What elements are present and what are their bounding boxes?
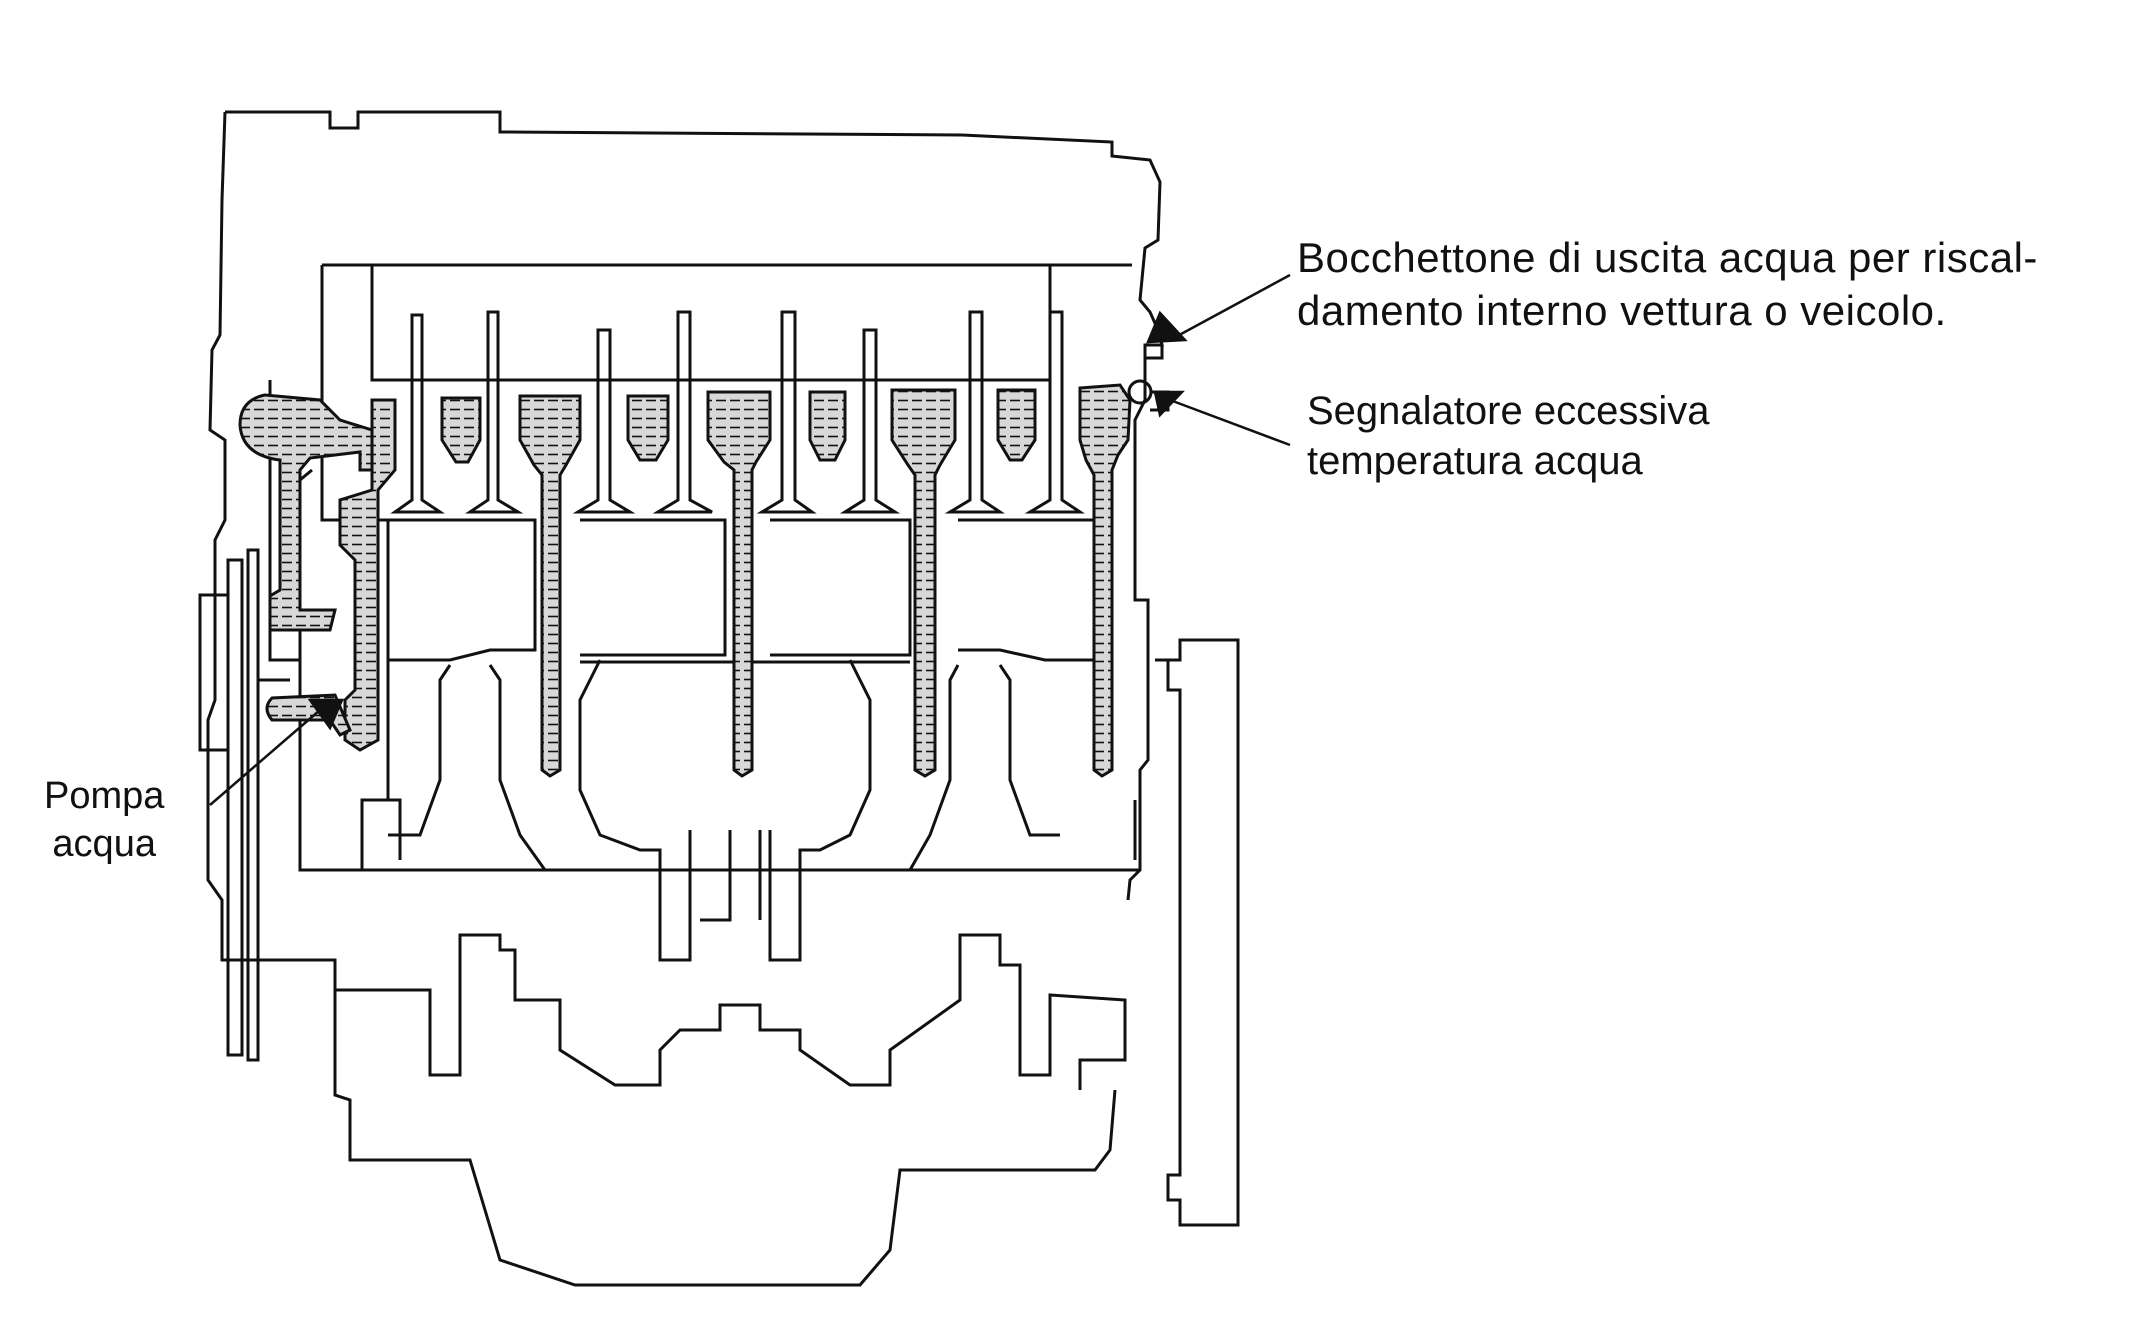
cylinder-head-outline: [225, 110, 1164, 901]
leader-heater-outlet: [1169, 273, 1291, 342]
coolant-passages: [238, 383, 1132, 778]
coolant-pocket-8: [1078, 383, 1132, 778]
temperature-sender-label: Segnalatore eccessiva temperatura acqua: [1307, 386, 1709, 486]
heater-outlet-boss: [1145, 343, 1164, 360]
coolant-pocket-1: [440, 396, 482, 464]
valve-3: [572, 328, 636, 514]
cylinder-2: [580, 518, 727, 657]
cylinder-4: [958, 518, 1112, 662]
coolant-pocket-5: [808, 390, 847, 462]
valve-2: [465, 310, 524, 514]
flywheel: [1155, 638, 1240, 1227]
coolant-pocket-7: [996, 388, 1037, 462]
coolant-front-loop: [238, 393, 374, 632]
oil-pan: [333, 990, 1117, 1287]
temperature-sender-label-line1: Segnalatore eccessiva: [1307, 389, 1710, 433]
water-pump-label-line1: Pompa: [44, 775, 165, 817]
coolant-pocket-2: [518, 394, 582, 778]
coolant-pocket-4: [706, 390, 772, 778]
crank-pulley: [226, 548, 260, 1062]
block-skirt: [388, 798, 1137, 860]
connecting-rod-1: [388, 664, 547, 871]
water-pump-label: Pompa acqua: [44, 773, 164, 868]
front-cover-outline: [206, 111, 258, 962]
temperature-sender-boss: [1127, 379, 1153, 405]
valve-6: [839, 328, 901, 514]
leaders: [209, 273, 1291, 806]
arrow-temp-sender: [1153, 390, 1185, 418]
leader-water-pump: [209, 709, 321, 806]
arrow-heater-outlet: [1146, 310, 1188, 344]
valve-7: [944, 310, 1005, 514]
heater-outlet-label-line2: damento interno vettura o veicolo.: [1297, 286, 1947, 334]
front-cover-detail: [268, 380, 362, 872]
timing-cover-lines: [256, 560, 330, 1060]
heater-outlet-label-line1: Bocchettone di uscita acqua per riscal-: [1297, 234, 2038, 281]
cylinder-1: [388, 518, 537, 662]
valve-1: [390, 313, 445, 514]
temperature-sender-label-line2: temperatura acqua: [1307, 439, 1643, 483]
valve-5: [756, 310, 817, 514]
arrow-water-pump: [307, 698, 344, 731]
connecting-rod-4: [908, 664, 1060, 871]
crankshaft: [270, 933, 1127, 1090]
head-inner-box: [320, 263, 1132, 400]
coolant-pocket-6: [890, 388, 957, 778]
coolant-pocket-3: [626, 394, 670, 462]
valve-8: [1024, 310, 1085, 514]
front-pulley-hub: [198, 593, 230, 752]
connecting-rod-3: [768, 659, 872, 962]
connecting-rod-2: [578, 659, 692, 962]
valves: [390, 310, 1085, 514]
crank-webs: [700, 830, 762, 922]
cylinder-3: [770, 518, 912, 657]
leader-temp-sender: [1169, 398, 1291, 447]
water-pump-label-line2: acqua: [52, 822, 156, 865]
heater-outlet-label: Bocchettone di uscita acqua per riscal- …: [1297, 232, 2038, 337]
valve-4: [652, 310, 713, 514]
